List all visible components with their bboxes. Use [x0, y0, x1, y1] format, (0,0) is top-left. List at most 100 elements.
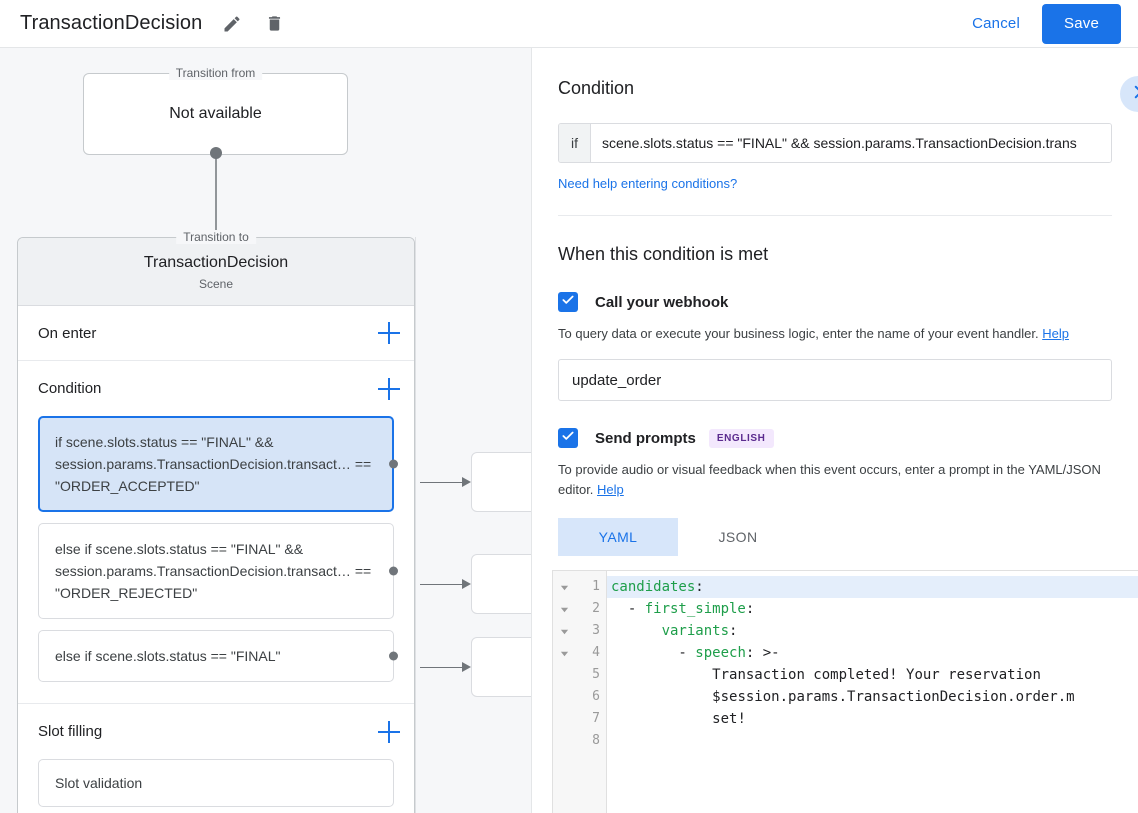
target-stub-card-1[interactable] — [471, 554, 531, 614]
fold-toggle-8 — [553, 730, 575, 752]
code-line-3[interactable]: variants: — [661, 623, 738, 639]
code-line-8[interactable] — [607, 730, 1138, 752]
condition-card-2[interactable]: else if scene.slots.status == "FINAL" — [38, 630, 398, 682]
condition-card-0[interactable]: if scene.slots.status == "FINAL" && sess… — [38, 416, 398, 512]
fold-toggle-1[interactable] — [553, 576, 575, 598]
fold-toggle-3[interactable] — [553, 620, 575, 642]
check-icon — [561, 429, 575, 448]
transition-from-card[interactable]: Transition from Not available — [83, 66, 348, 155]
need-help-conditions-link[interactable]: Need help entering conditions? — [558, 176, 738, 191]
prompts-description: To provide audio or visual feedback when… — [558, 460, 1112, 500]
editor-fold-gutter[interactable] — [553, 571, 575, 813]
transition-to-legend: Transition to — [176, 230, 256, 244]
line-number-2: 2 — [592, 601, 600, 616]
prompts-help-link[interactable]: Help — [597, 482, 624, 497]
line-number-8: 8 — [592, 733, 600, 748]
line-number-7: 7 — [592, 711, 600, 726]
editor-code-area[interactable]: candidates: - first_simple: variants: - … — [607, 571, 1138, 813]
line-number-1: 1 — [592, 579, 600, 594]
chevron-down-icon — [560, 585, 568, 590]
webhook-check-row[interactable]: Call your webhook — [558, 292, 1112, 312]
add-on-enter-button[interactable] — [378, 322, 400, 344]
add-condition-button[interactable] — [378, 377, 400, 400]
when-condition-met-title: When this condition is met — [558, 244, 769, 264]
target-stub-card-2[interactable] — [471, 637, 531, 697]
transition-from-value: Not available — [169, 105, 262, 122]
webhook-checkbox[interactable] — [558, 292, 578, 312]
canvas-guide-line — [415, 237, 416, 813]
chevron-down-icon — [560, 629, 568, 634]
code-line-7[interactable]: set! — [712, 711, 746, 727]
prompts-checkbox[interactable] — [558, 428, 578, 448]
condition-edge-1 — [420, 584, 466, 585]
webhook-description: To query data or execute your business l… — [558, 324, 1112, 344]
language-badge: ENGLISH — [708, 428, 774, 448]
line-number-4: 4 — [592, 645, 600, 660]
condition-card-1-port — [389, 566, 398, 576]
prompts-check-row[interactable]: Send prompts ENGLISH — [558, 428, 1112, 448]
section-on-enter-label: On enter — [38, 324, 97, 342]
webhook-help-link[interactable]: Help — [1042, 326, 1069, 341]
condition-section-title: Condition — [558, 78, 635, 98]
fold-toggle-4[interactable] — [553, 642, 575, 664]
condition-card-1-text: else if scene.slots.status == "FINAL" &&… — [55, 541, 372, 601]
section-condition-label: Condition — [38, 380, 102, 397]
chevron-down-icon — [560, 607, 568, 612]
fold-toggle-2[interactable] — [553, 598, 575, 620]
condition-card-2-text: else if scene.slots.status == "FINAL" — [55, 648, 281, 664]
chevron-right-icon — [1129, 83, 1138, 106]
section-slot-filling[interactable]: Slot filling — [18, 704, 414, 759]
code-line-5[interactable]: Transaction completed! Your reservation — [712, 667, 1041, 683]
chevron-down-icon — [560, 651, 568, 656]
scene-name: TransactionDecision — [143, 254, 289, 271]
line-number-5: 5 — [592, 667, 600, 682]
slot-validation-card[interactable]: Slot validation — [38, 759, 394, 807]
fold-toggle-6 — [553, 686, 575, 708]
code-line-6[interactable]: $session.params.TransactionDecision.orde… — [712, 689, 1075, 705]
cancel-button[interactable]: Cancel — [958, 7, 1034, 40]
condition-card-1[interactable]: else if scene.slots.status == "FINAL" &&… — [38, 523, 398, 619]
scene-graph-canvas[interactable]: Transition from Not available Transition… — [0, 48, 531, 813]
editor-line-numbers: 1 2 3 4 5 6 7 8 — [575, 571, 607, 813]
section-condition[interactable]: Condition — [18, 361, 414, 416]
top-app-bar: TransactionDecision Cancel Save — [0, 0, 1138, 48]
slot-filling-section: Slot filling Slot validation — [18, 703, 414, 807]
code-line-1[interactable]: candidates: — [607, 576, 1138, 598]
prompts-description-text: To provide audio or visual feedback when… — [558, 462, 1101, 497]
add-slot-filling-button[interactable] — [378, 720, 400, 743]
yaml-editor[interactable]: 1 2 3 4 5 6 7 8 candidates: - first_simple: var… — [552, 570, 1138, 813]
transition-to-card[interactable]: Transition to TransactionDecision Scene … — [17, 230, 415, 813]
condition-card-0-text: if scene.slots.status == "FINAL" && sess… — [55, 434, 372, 494]
page-title: TransactionDecision — [20, 12, 203, 34]
editor-format-tabs: YAML JSON — [558, 518, 1112, 556]
scene-type: Scene — [198, 277, 234, 291]
line-number-6: 6 — [592, 689, 600, 704]
webhook-label: Call your webhook — [595, 293, 729, 311]
scene-header: TransactionDecision Scene — [18, 238, 414, 306]
code-line-4[interactable]: - speech: >- — [611, 645, 780, 661]
section-on-enter[interactable]: On enter — [18, 306, 414, 361]
tab-yaml[interactable]: YAML — [558, 518, 678, 556]
code-line-2[interactable]: - first_simple: — [611, 601, 755, 617]
delete-button[interactable] — [262, 12, 286, 36]
line-number-3: 3 — [592, 623, 600, 638]
condition-section: Condition if Need help entering conditio… — [532, 48, 1138, 216]
webhook-description-text: To query data or execute your business l… — [558, 326, 1039, 341]
save-button[interactable]: Save — [1042, 3, 1121, 44]
condition-card-list: if scene.slots.status == "FINAL" && sess… — [18, 416, 414, 703]
details-panel: Condition if Need help entering conditio… — [531, 48, 1138, 813]
target-stub-card-0[interactable] — [471, 452, 531, 512]
fold-toggle-7 — [553, 708, 575, 730]
transition-from-legend: Transition from — [168, 66, 263, 80]
section-divider — [558, 215, 1112, 216]
pencil-icon — [222, 14, 242, 34]
tab-json[interactable]: JSON — [718, 529, 758, 545]
condition-edge-2-arrow — [462, 662, 471, 672]
edit-name-button[interactable] — [220, 12, 244, 36]
condition-card-2-port — [389, 651, 398, 661]
webhook-handler-input[interactable] — [558, 359, 1112, 401]
condition-if-prefix: if — [559, 124, 591, 162]
condition-input-group[interactable]: if — [558, 123, 1112, 163]
condition-expression-input[interactable] — [591, 124, 1111, 162]
trash-icon — [265, 14, 284, 33]
